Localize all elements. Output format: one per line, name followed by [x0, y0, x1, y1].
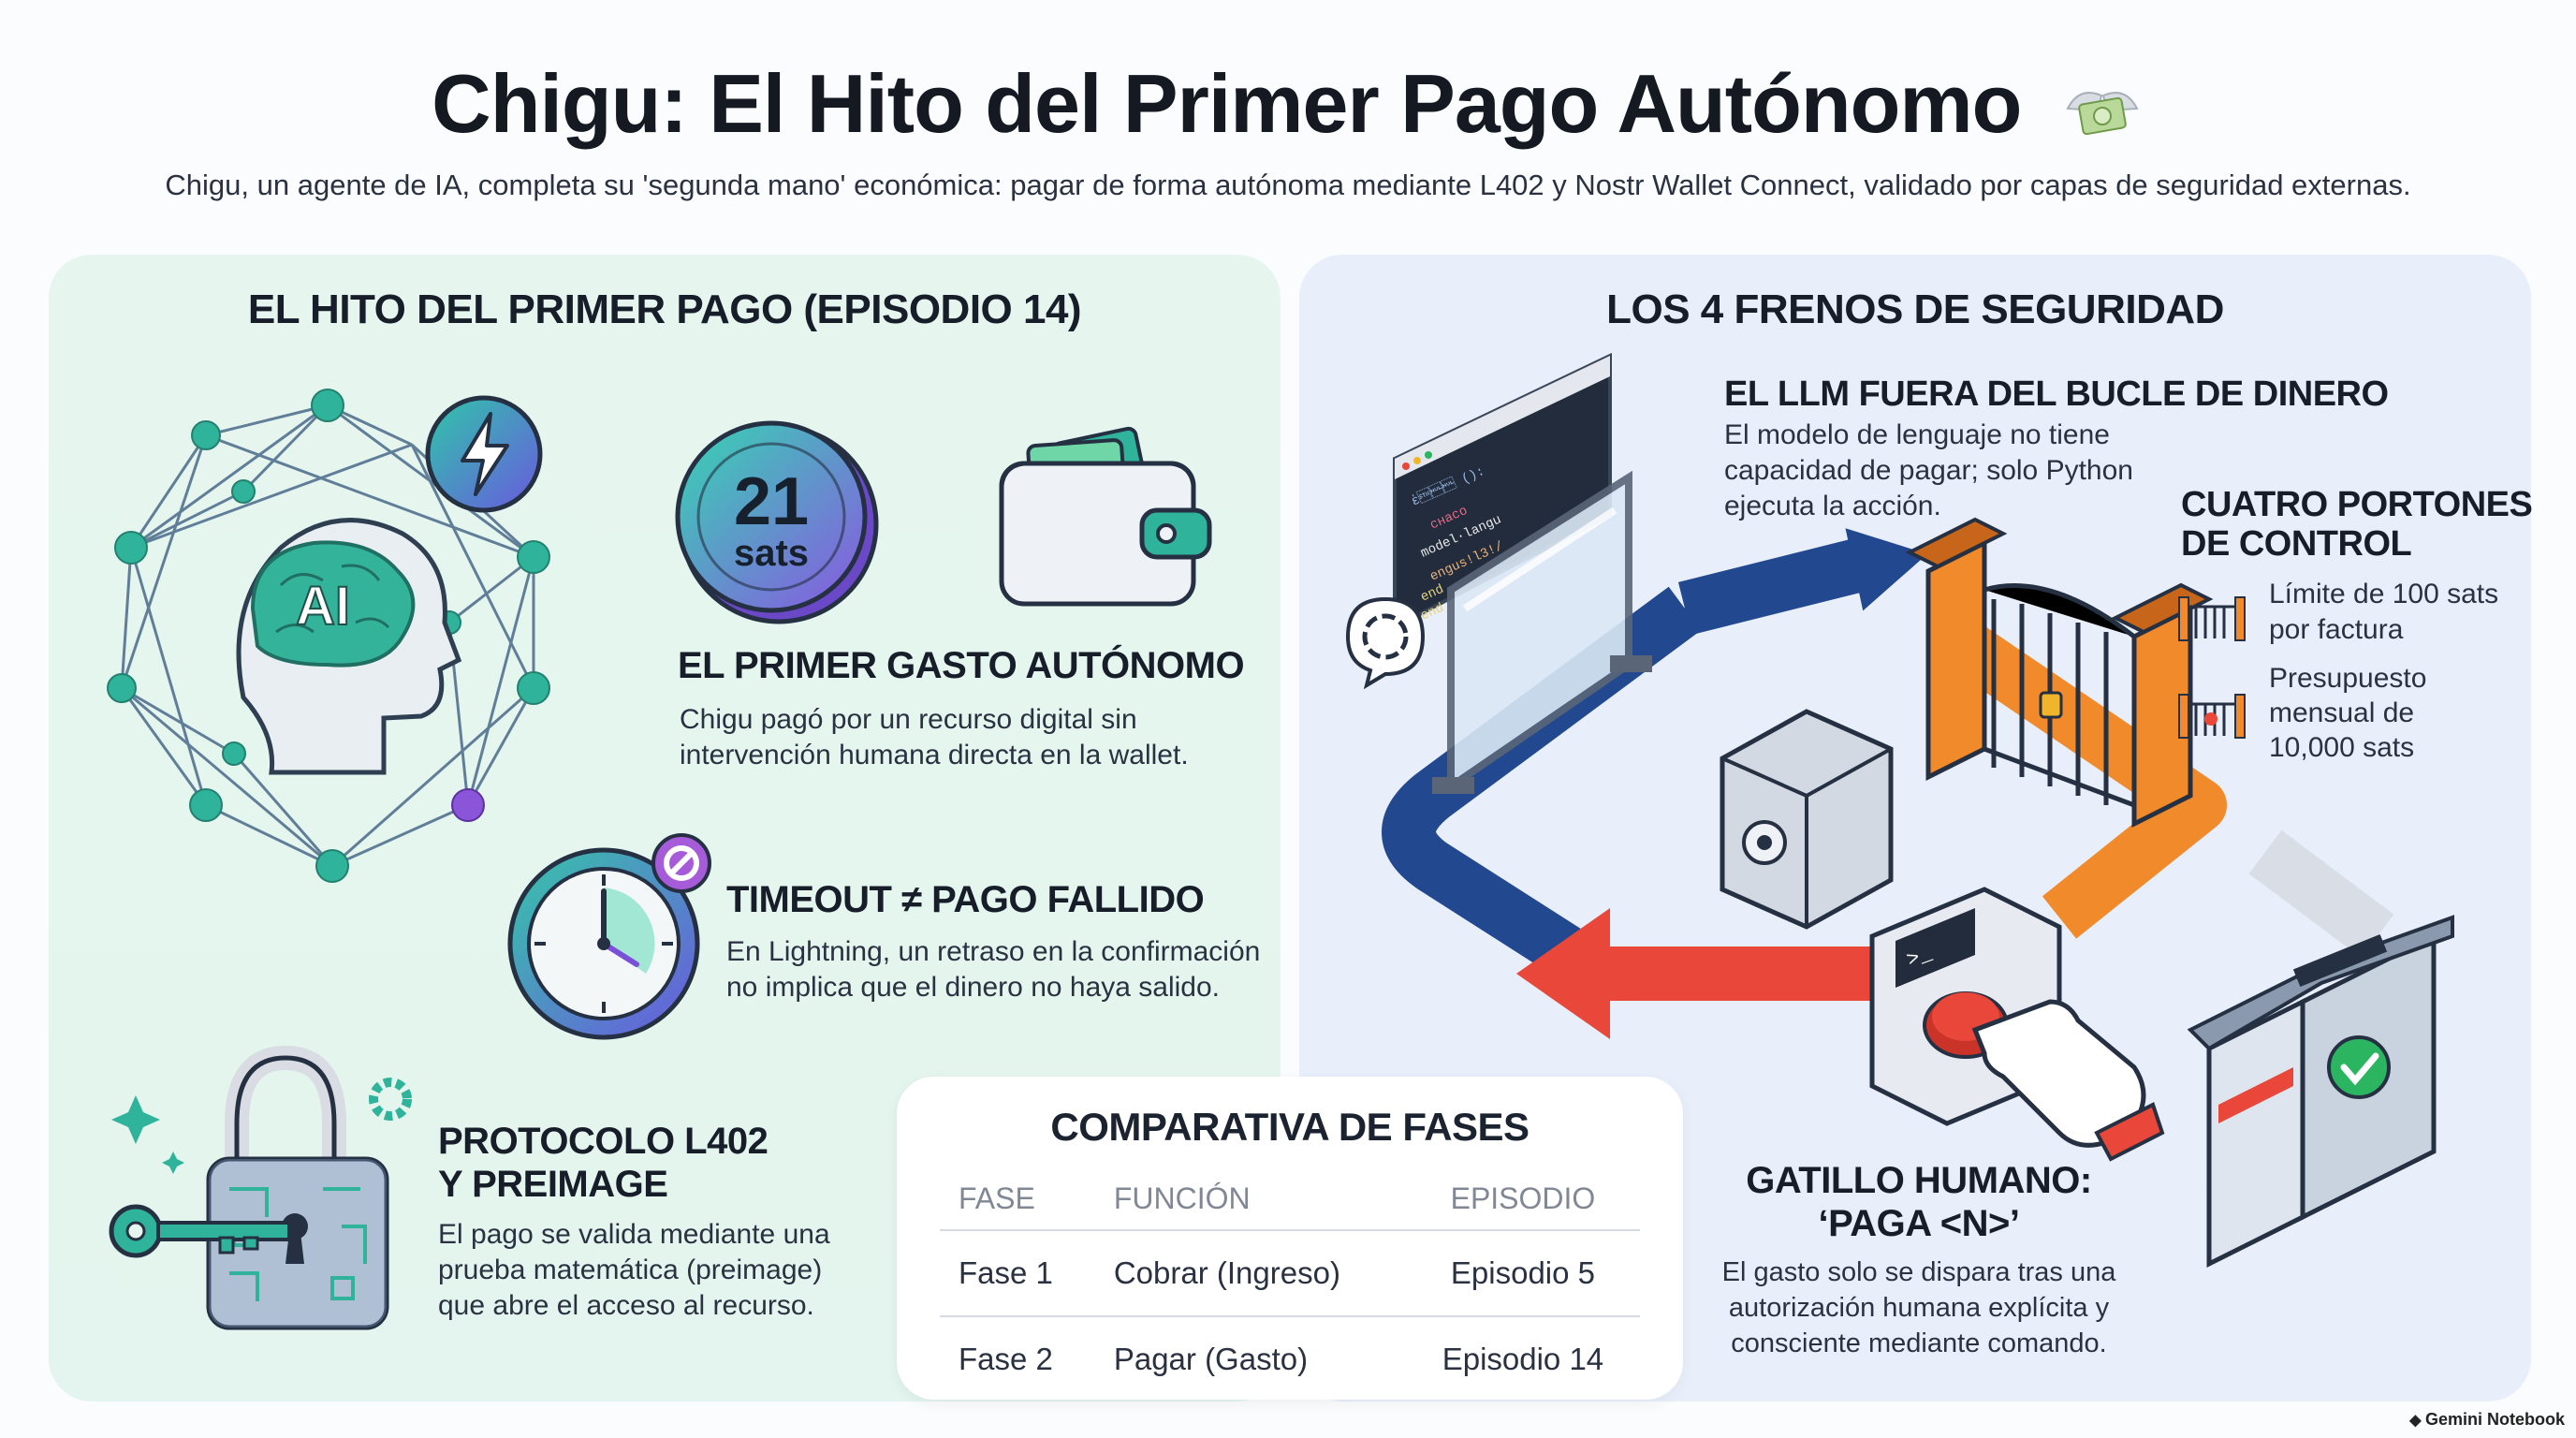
cell-fase: Fase 1 [940, 1230, 1095, 1317]
security-loop-illustration: ἑ   (): cʜaco model·langu engus!l3!/ en… [1345, 352, 2454, 1269]
gate-limit-line1: Límite de 100 sats [2269, 579, 2499, 609]
footer-brand-text: Gemini Notebook [2424, 1410, 2565, 1429]
gate-budget-line1: Presupuesto [2269, 663, 2427, 694]
comparison-table: FASE FUNCIÓN EPISODIO Fase 1 Cobrar (Ing… [940, 1170, 1640, 1401]
gates-heading: CUATRO PORTONES DE CONTROL [2181, 485, 2533, 564]
right-section-title: LOS 4 FRENOS DE SEGURIDAD [1606, 286, 2224, 332]
pointing-hand-icon [1971, 999, 2165, 1162]
trigger-text: El gasto solo se dispara tras una autori… [1685, 1255, 2153, 1361]
protocol-heading: PROTOCOLO L402 Y PREIMAGE [438, 1120, 768, 1206]
gate-budget-line2: mensual de [2269, 697, 2415, 728]
timeout-text-line1: En Lightning, un retraso en la confirmac… [726, 936, 1261, 967]
header-funcion: FUNCIÓN [1094, 1170, 1406, 1231]
control-gate-icon [1905, 517, 2214, 829]
gate-budget-line3: 10,000 sats [2269, 732, 2415, 763]
timeout-text: En Lightning, un retraso en la confirmac… [726, 934, 1260, 1005]
sats-coin-icon: 21 sats [675, 420, 879, 624]
header-episodio: EPISODIO [1405, 1170, 1640, 1231]
gates-heading-line1: CUATRO PORTONES [2181, 485, 2533, 524]
table-header-row: FASE FUNCIÓN EPISODIO [940, 1170, 1640, 1231]
cell-fase: Fase 2 [959, 1342, 1053, 1376]
code-window: ἑ   (): cʜaco model·langu engus!l3!/ en… [1393, 352, 1612, 631]
access-gate-icon [2187, 915, 2454, 1269]
trigger-text-line1: El gasto solo se dispara tras una [1721, 1257, 2116, 1287]
first-spend-text-line2: intervención humana directa en la wallet… [680, 740, 1189, 770]
gemini-logo-icon: ◆ [2409, 1413, 2425, 1429]
trigger-heading: GATILLO HUMANO: ‘PAGA <N>’ [1685, 1159, 2153, 1245]
trigger-text-line3: consciente mediante comando. [1731, 1328, 2107, 1358]
protocol-text-line1: El pago se valida mediante una [438, 1219, 830, 1250]
coin-unit: sats [734, 533, 809, 574]
timeout-text-line2: no implica que el dinero no haya salido. [726, 972, 1221, 1003]
llm-text-line2: capacidad de pagar; solo Python [1724, 455, 2133, 486]
gate-limit-line2: por factura [2269, 614, 2404, 645]
lightning-icon [425, 395, 543, 513]
glass-barrier [1432, 470, 1652, 794]
comparison-card: COMPARATIVA DE FASES FASE FUNCIÓN EPISOD… [897, 1077, 1683, 1400]
page-title: Chigu: El Hito del Primer Pago Autónomo [0, 56, 2576, 152]
first-spend-heading: EL PRIMER GASTO AUTÓNOMO [678, 645, 1245, 686]
header-fase: FASE [940, 1170, 1095, 1231]
trigger-heading-line2: ‘PAGA <N>’ [1818, 1203, 2020, 1244]
left-section-title: EL HITO DEL PRIMER PAGO (EPISODIO 14) [247, 286, 1082, 332]
safe-icon [1720, 709, 1894, 930]
protocol-heading-line1: PROTOCOLO L402 [438, 1121, 768, 1162]
cell-funcion: Cobrar (Ingreso) [1094, 1230, 1406, 1317]
protocol-text: El pago se valida mediante una prueba ma… [438, 1217, 830, 1324]
coin-amount: 21 [734, 464, 809, 539]
gate-limit-text: Límite de 100 sats por factura [2269, 577, 2498, 648]
gates-heading-line2: DE CONTROL [2181, 524, 2412, 564]
footer-brand: ◆ Gemini Notebook [2409, 1410, 2565, 1430]
cell-episodio: Episodio 5 [1405, 1230, 1640, 1317]
wallet-icon [999, 426, 1212, 607]
ai-label: AI [296, 576, 350, 637]
llm-text-line3: ejecuta la acción. [1724, 491, 1941, 521]
table-row: Fase 2 Pagar (Gasto) Episodio 14 [940, 1316, 1640, 1401]
first-spend-text: Chigu pagó por un recurso digital sin in… [680, 702, 1189, 773]
llm-text: El modelo de lenguaje no tiene capacidad… [1724, 418, 2133, 524]
money-wings-icon [2066, 91, 2139, 135]
first-spend-text-line1: Chigu pagó por un recurso digital sin [680, 704, 1137, 735]
cell-episodio: Episodio 14 [1442, 1342, 1604, 1376]
gate-budget-text: Presupuesto mensual de 10,000 sats [2269, 661, 2426, 765]
clock-icon [507, 847, 700, 1040]
protocol-heading-line2: Y PREIMAGE [438, 1164, 668, 1205]
comparison-title: COMPARATIVA DE FASES [1050, 1105, 1530, 1149]
page-title-text: Chigu: El Hito del Primer Pago Autónomo [432, 57, 2022, 150]
gate-budget-icon [2178, 694, 2246, 739]
blocked-icon [651, 833, 711, 893]
llm-heading: EL LLM FUERA DEL BUCLE DE DINERO [1724, 374, 2389, 414]
protocol-text-line2: prueba matemática (preimage) [438, 1255, 823, 1285]
page-subtitle: Chigu, un agente de IA, completa su 'seg… [165, 169, 2411, 201]
llm-text-line1: El modelo de lenguaje no tiene [1724, 419, 2110, 450]
trigger-text-line2: autorización humana explícita y [1728, 1293, 2110, 1323]
gate-limit-icon [2178, 596, 2246, 641]
trigger-heading-line1: GATILLO HUMANO: [1746, 1160, 2092, 1201]
cell-funcion: Pagar (Gasto) [1113, 1342, 1309, 1376]
table-row: Fase 1 Cobrar (Ingreso) Episodio 5 [940, 1230, 1640, 1317]
timeout-heading: TIMEOUT ≠ PAGO FALLIDO [726, 879, 1205, 920]
openai-icon [1345, 596, 1426, 690]
protocol-text-line3: que abre el acceso al recurso. [438, 1290, 814, 1321]
padlock-key-icon [109, 1045, 412, 1330]
ai-network-illustration: AI [107, 389, 550, 883]
